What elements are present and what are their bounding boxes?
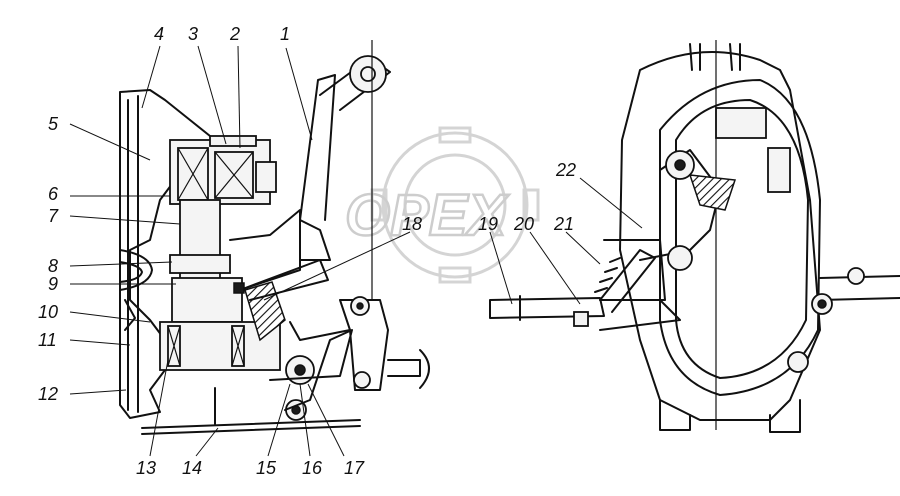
callout-15: 15 bbox=[256, 458, 277, 478]
lever-arm bbox=[299, 40, 391, 300]
left-assembly bbox=[119, 89, 361, 435]
callout-2: 2 bbox=[229, 24, 240, 44]
callout-11: 11 bbox=[38, 330, 57, 350]
callout-22: 22 bbox=[555, 160, 576, 180]
watermark-gear-icon bbox=[381, 131, 529, 279]
callout-10: 10 bbox=[38, 302, 58, 322]
callout-20: 20 bbox=[513, 214, 534, 234]
callout-21: 21 bbox=[553, 214, 574, 234]
watermark: OPEX bbox=[344, 126, 540, 284]
callout-18: 18 bbox=[402, 214, 422, 234]
callout-4: 4 bbox=[154, 24, 164, 44]
callout-12: 12 bbox=[38, 384, 58, 404]
callout-1: 1 bbox=[280, 24, 290, 44]
leader-lines bbox=[69, 45, 643, 457]
right-assembly bbox=[489, 40, 900, 433]
callout-14: 14 bbox=[182, 458, 202, 478]
callout-13: 13 bbox=[136, 458, 156, 478]
callout-3: 3 bbox=[188, 24, 198, 44]
callout-labels: 1 2 3 4 5 6 7 8 9 10 11 12 13 14 15 16 1… bbox=[38, 24, 576, 478]
linkage bbox=[289, 296, 430, 391]
callout-6: 6 bbox=[48, 184, 59, 204]
callout-5: 5 bbox=[48, 114, 59, 134]
callout-16: 16 bbox=[302, 458, 323, 478]
callout-19: 19 bbox=[478, 214, 498, 234]
callout-17: 17 bbox=[344, 458, 365, 478]
callout-8: 8 bbox=[48, 256, 58, 276]
callout-9: 9 bbox=[48, 274, 58, 294]
callout-7: 7 bbox=[48, 206, 59, 226]
